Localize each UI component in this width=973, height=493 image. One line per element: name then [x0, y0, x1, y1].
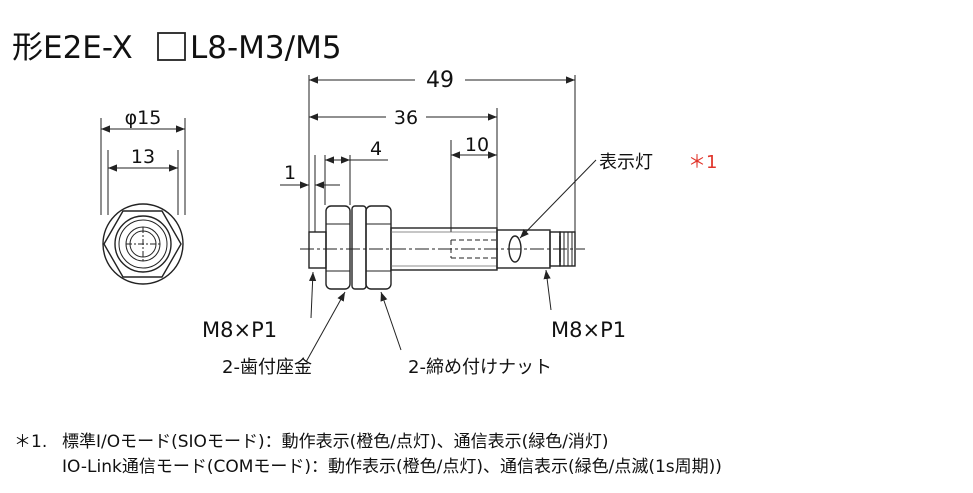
thread-right-label: M8×P1	[551, 318, 626, 342]
nut-leader	[380, 291, 402, 351]
note1-line1: 標準I/Oモード(SIOモード)：動作表示(橙色/点灯)、通信表示(緑色/消灯)	[62, 432, 609, 452]
tip-label: 1	[284, 162, 296, 184]
across-flats-label: 13	[131, 146, 155, 168]
end-view: φ15 13	[100, 107, 186, 285]
note1-marker: ＊1.	[14, 432, 47, 452]
side-view: 49 36 10 4 1	[280, 64, 597, 363]
indicator-label: 表示灯	[599, 152, 653, 173]
nut-width-label: 4	[370, 138, 382, 160]
nut-label: 2-締め付けナット	[408, 357, 552, 378]
thread-left-label: M8×P1	[202, 318, 277, 342]
model-title-prefix: 形E2E-X	[12, 30, 133, 66]
tail-thread-label: 10	[465, 134, 489, 156]
thread-right-leader	[543, 269, 552, 311]
diameter-label: φ15	[125, 107, 162, 129]
washer-leader	[305, 291, 346, 363]
thread-length-label: 36	[394, 107, 418, 129]
washer-label: 2-歯付座金	[222, 357, 312, 378]
indicator-leader	[519, 159, 597, 239]
indicator-ref-label: ＊1	[688, 152, 717, 173]
model-title-suffix: L8-M3/M5	[190, 30, 342, 66]
thread-left-leader	[309, 271, 317, 319]
overall-length-label: 49	[426, 68, 454, 93]
note1-line2: IO-Link通信モード(COMモード)：動作表示(橙色/点灯)、通信表示(緑色…	[62, 457, 722, 477]
model-placeholder-box	[157, 32, 186, 61]
